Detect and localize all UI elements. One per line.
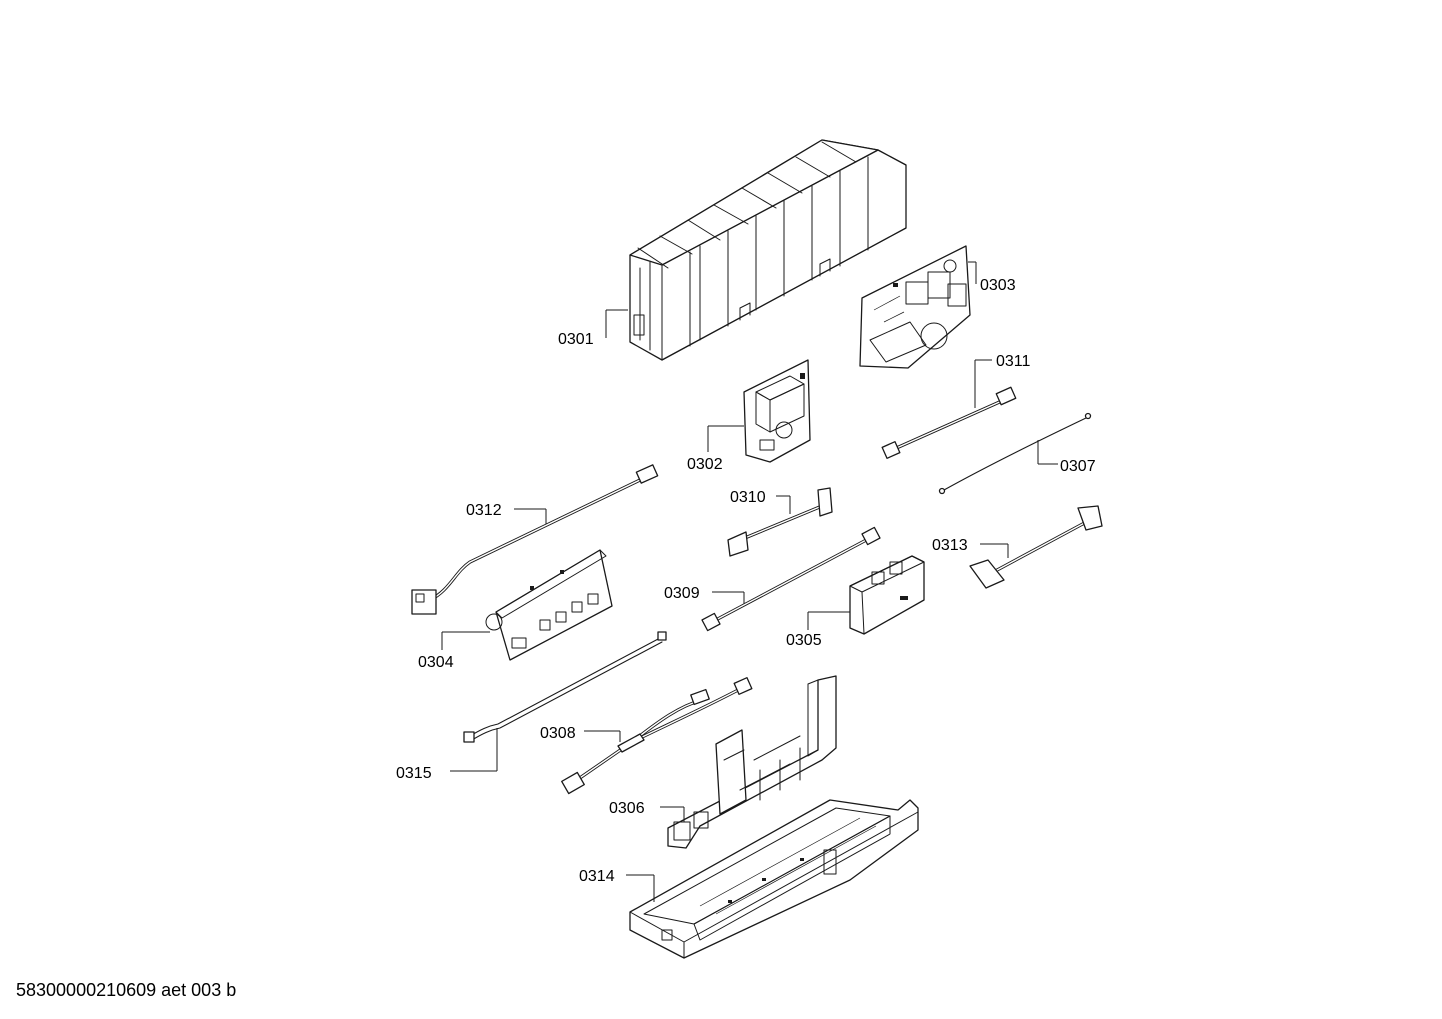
callout-0305: 0305 (786, 632, 822, 649)
callout-0314: 0314 (579, 868, 615, 885)
callout-0301: 0301 (558, 331, 594, 348)
callout-0312: 0312 (466, 502, 502, 519)
callout-0307: 0307 (1060, 458, 1096, 475)
callout-0303: 0303 (980, 277, 1016, 294)
document-id: 58300000210609 aet 003 b (16, 980, 237, 1000)
callout-0308: 0308 (540, 725, 576, 742)
callout-0315: 0315 (396, 765, 432, 782)
part-0309-cable[interactable] (701, 526, 881, 632)
part-0302-transformer-board[interactable] (743, 359, 811, 463)
part-0314-tray[interactable] (629, 799, 919, 959)
callout-0310: 0310 (730, 489, 766, 506)
callout-0302: 0302 (687, 456, 723, 473)
part-0315-wire[interactable] (463, 631, 667, 743)
callout-0306: 0306 (609, 800, 645, 817)
part-0307-wire[interactable] (938, 412, 1092, 495)
callout-0311: 0311 (996, 353, 1031, 370)
part-0311-harness[interactable] (881, 386, 1017, 459)
part-0308-harness[interactable] (561, 677, 753, 795)
part-0305-module[interactable] (849, 555, 925, 635)
part-0301-housing[interactable] (629, 139, 907, 361)
part-0310-cable[interactable] (727, 487, 833, 557)
part-0306-bracket[interactable] (667, 675, 837, 849)
callout-0309: 0309 (664, 585, 700, 602)
part-0303-power-board[interactable] (859, 245, 971, 369)
part-0313-harness[interactable] (969, 505, 1103, 589)
callout-0304: 0304 (418, 654, 454, 671)
part-0312-cable[interactable] (411, 464, 659, 615)
callout-0313: 0313 (932, 537, 968, 554)
part-0304-control-board[interactable] (485, 549, 613, 661)
